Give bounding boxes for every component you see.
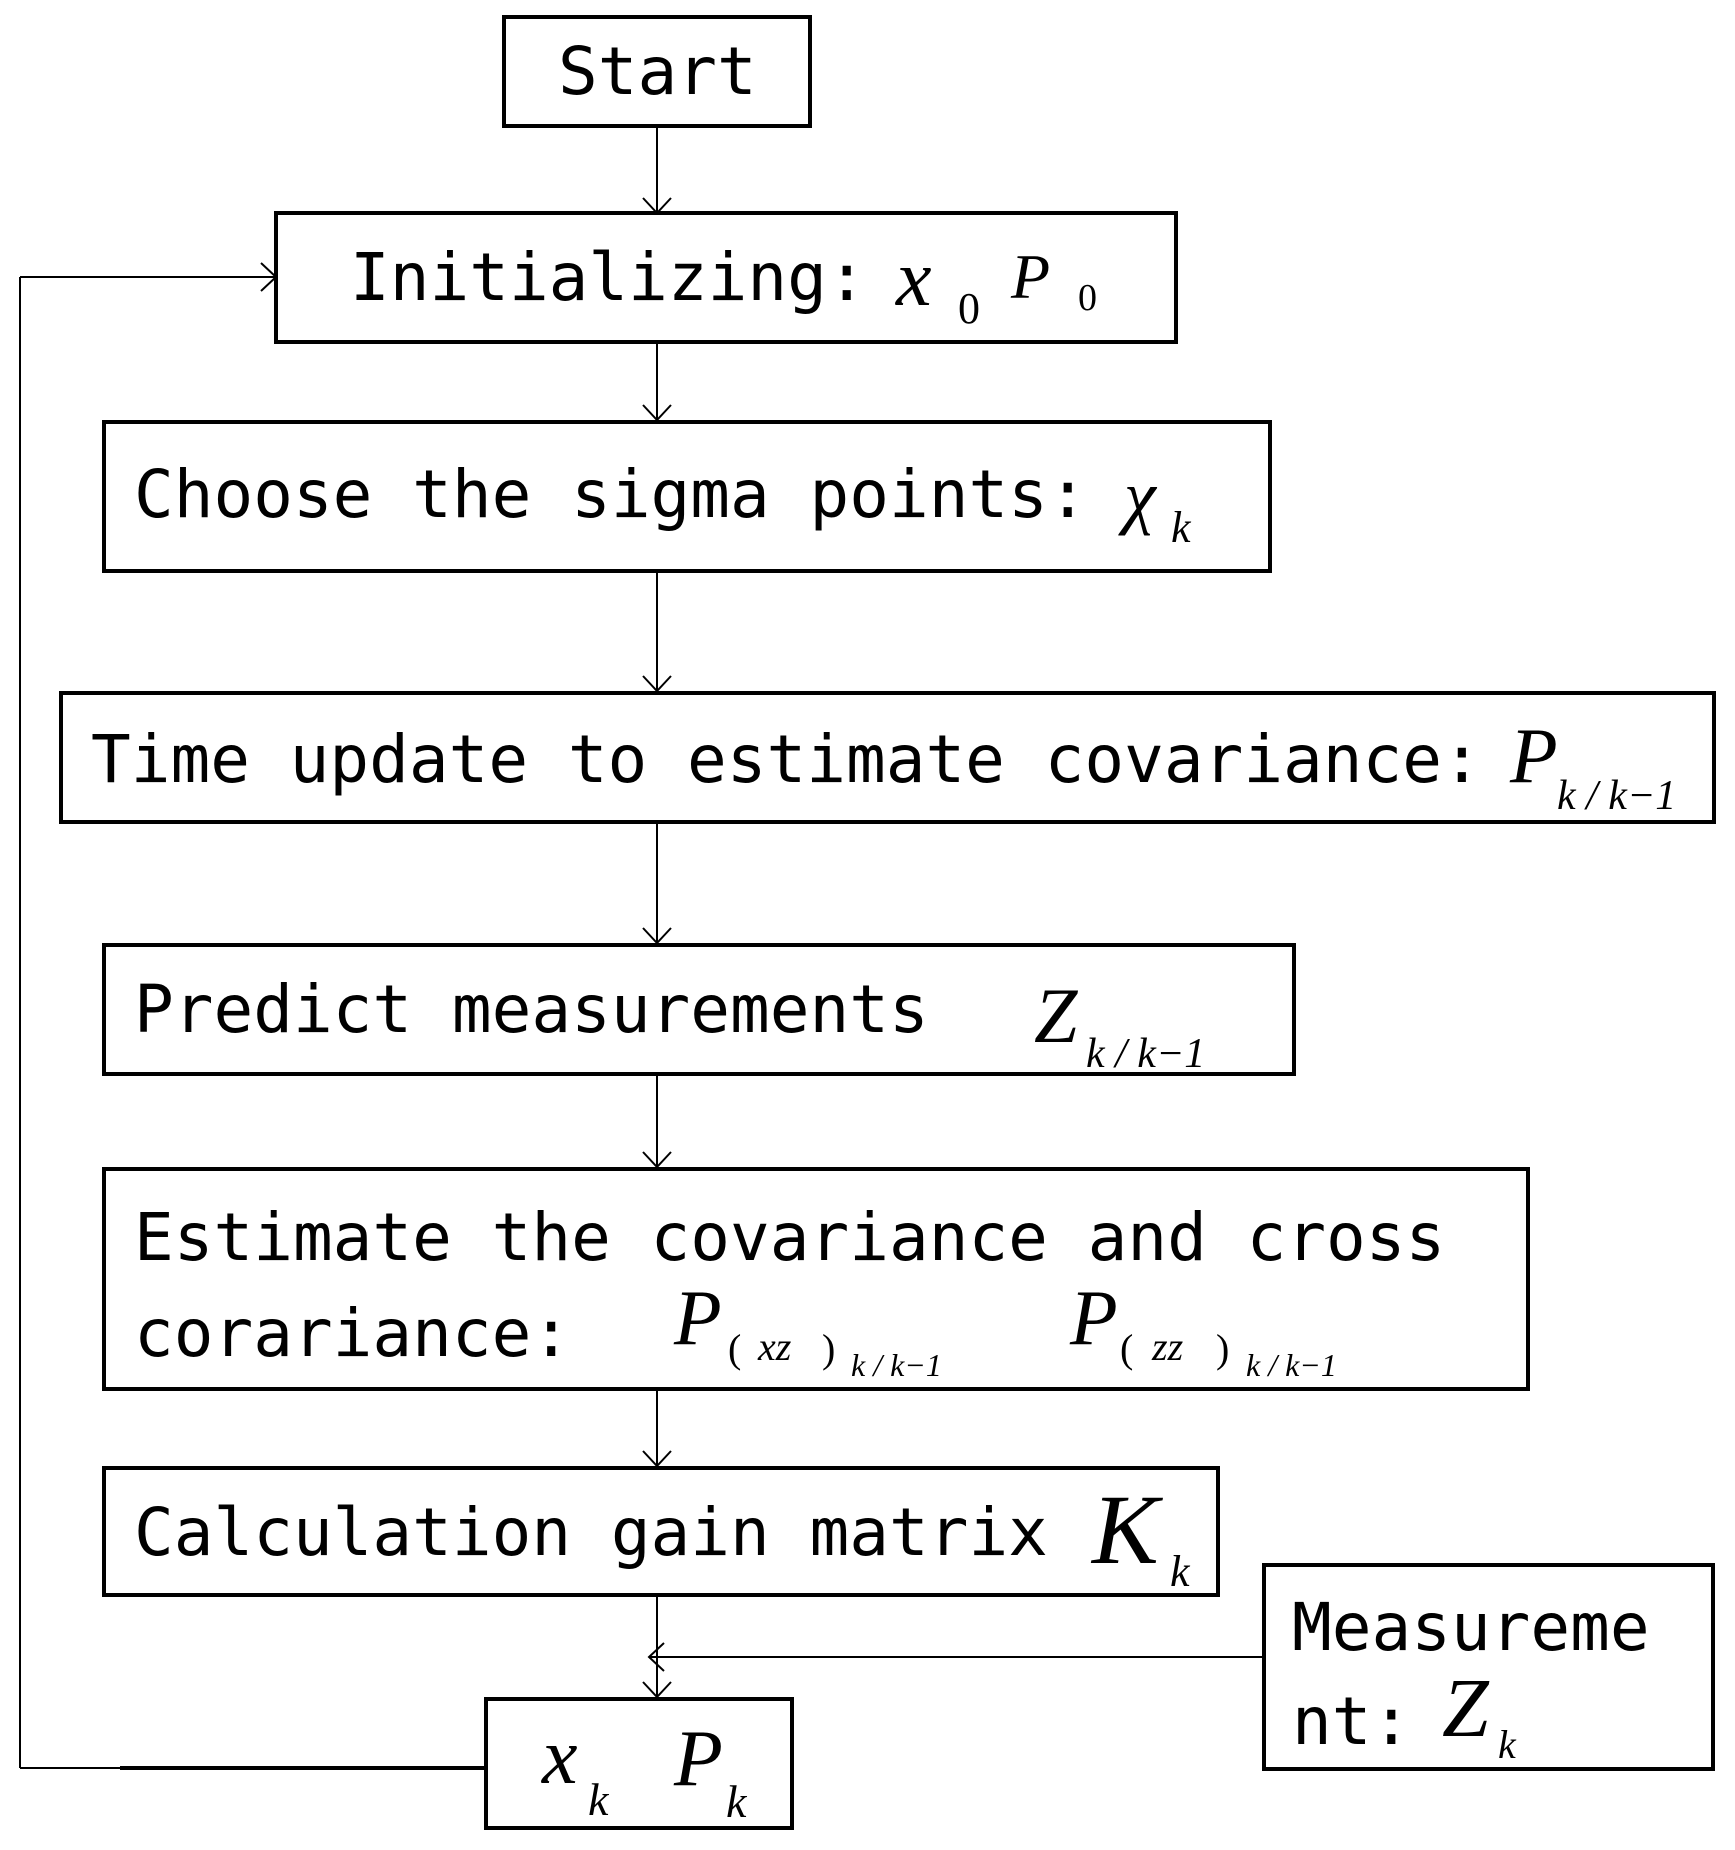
output-sub-x: k — [588, 1774, 609, 1825]
measurement-line2: nt: — [1292, 1683, 1412, 1760]
estimate-line1: Estimate the covariance and cross — [134, 1199, 1446, 1276]
gain-node: Calculation gain matrix K k — [102, 1466, 1220, 1597]
measurement-sub-k: k — [1498, 1722, 1516, 1767]
sigma-node: Choose the sigma points: χ k — [102, 420, 1272, 573]
init-var-p: P — [1011, 241, 1051, 312]
init-var-x: x — [896, 235, 932, 323]
arrowhead-measurement — [647, 1642, 665, 1672]
predict-node: Predict measurements Z k / k−1 — [102, 943, 1296, 1076]
init-sub-p: 0 — [1078, 277, 1097, 319]
estimate-line2: corariance: — [134, 1295, 572, 1372]
predict-label: Predict measurements — [134, 971, 929, 1048]
time-update-sub: k / k−1 — [1557, 773, 1677, 819]
gain-var-k: K — [1092, 1474, 1159, 1585]
estimate-var-p1: P — [674, 1274, 722, 1361]
output-sub-p: k — [726, 1776, 747, 1827]
estimate-sub1: k / k−1 — [851, 1347, 942, 1383]
output-var-p: P — [674, 1715, 723, 1803]
estimate-paren1-open: ( — [728, 1326, 742, 1371]
init-label: Initializing: — [350, 239, 867, 316]
estimate-var-p2: P — [1070, 1274, 1118, 1361]
time-update-node: Time update to estimate covariance: P k … — [59, 691, 1716, 824]
estimate-paren1-inner: xz — [758, 1324, 792, 1369]
estimate-paren2-open: ( — [1120, 1326, 1134, 1371]
time-update-label: Time update to estimate covariance: — [91, 721, 1482, 798]
measurement-var-z: Z — [1442, 1662, 1489, 1755]
gain-sub-k: k — [1170, 1547, 1190, 1596]
time-update-var-p: P — [1510, 712, 1558, 799]
measurement-line1: Measureme — [1292, 1589, 1650, 1666]
measurement-node: Measureme nt: Z k — [1262, 1563, 1715, 1771]
sigma-var-chi: χ — [1124, 456, 1156, 536]
estimate-paren2-close: ) — [1216, 1326, 1230, 1371]
init-sub-x: 0 — [958, 284, 980, 333]
estimate-node: Estimate the covariance and cross corari… — [102, 1167, 1530, 1391]
estimate-paren1-close: ) — [822, 1326, 836, 1371]
init-node: Initializing: x 0 P 0 — [274, 211, 1178, 344]
predict-var-z: Z — [1034, 972, 1078, 1059]
gain-label: Calculation gain matrix — [134, 1494, 1048, 1571]
output-node: x k P k — [484, 1697, 794, 1830]
sigma-label: Choose the sigma points: — [134, 456, 1088, 533]
predict-sub: k / k−1 — [1086, 1031, 1206, 1077]
estimate-paren2-inner: zz — [1152, 1324, 1184, 1369]
start-label: Start — [558, 33, 757, 110]
sigma-sub-k: k — [1171, 503, 1191, 552]
output-var-x: x — [542, 1713, 578, 1801]
start-node: Start — [502, 15, 812, 128]
estimate-sub2: k / k−1 — [1246, 1347, 1337, 1383]
